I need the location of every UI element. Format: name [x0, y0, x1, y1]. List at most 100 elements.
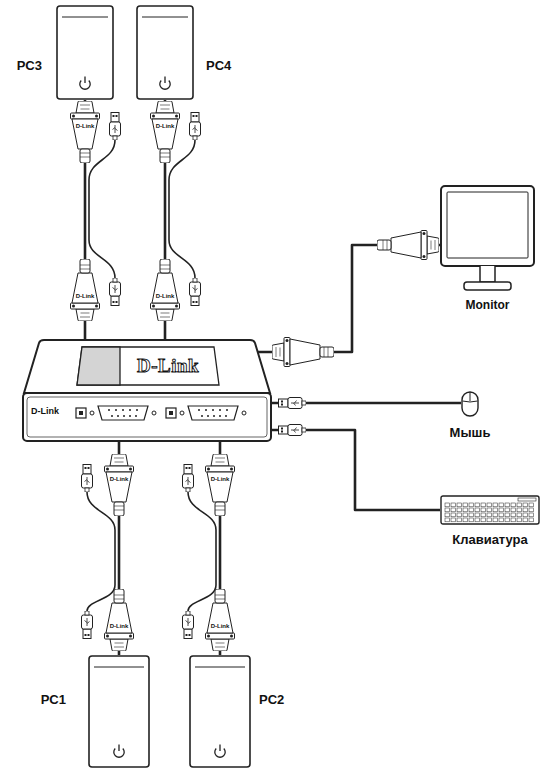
usb-port — [169, 411, 173, 415]
vga-plug — [377, 231, 439, 260]
usb-port — [166, 408, 176, 418]
vga-pin — [212, 409, 214, 411]
key — [517, 508, 522, 512]
vga-plug — [105, 589, 134, 651]
mouse-button — [470, 392, 471, 401]
key — [469, 503, 474, 507]
key — [463, 503, 468, 507]
key — [493, 513, 498, 517]
mouse-icon — [461, 391, 479, 417]
usb-cable — [87, 492, 115, 611]
power-symbol — [219, 745, 220, 752]
monitor-icon — [440, 185, 535, 292]
key — [517, 503, 522, 507]
usb-plug — [183, 611, 194, 639]
cable — [272, 430, 440, 510]
tower-line — [94, 667, 144, 668]
key — [493, 518, 498, 522]
vga-pin — [108, 409, 110, 411]
vga-plug — [377, 231, 439, 260]
pc-tower — [88, 655, 150, 768]
usb-plug — [82, 465, 93, 493]
key — [511, 503, 516, 507]
vga-screw-hole — [180, 411, 184, 415]
key — [529, 513, 534, 517]
usb-plug — [190, 278, 201, 306]
key — [481, 508, 486, 512]
usb-plug — [279, 398, 307, 409]
plug-brand: D-Link — [156, 293, 175, 299]
vga-plug — [151, 259, 180, 321]
pc-tower: PC2 — [189, 655, 251, 768]
brand-logo: D-Link — [122, 349, 214, 383]
usb-plug — [190, 113, 201, 141]
usb-plug — [110, 113, 121, 141]
pc-tower: PC3 — [56, 5, 114, 100]
key — [499, 518, 504, 522]
key — [481, 518, 486, 522]
key — [523, 518, 528, 522]
vga-port — [188, 406, 238, 420]
key — [493, 508, 498, 512]
key — [487, 513, 492, 517]
key — [451, 518, 456, 522]
usb-plug — [190, 113, 201, 141]
key — [523, 503, 528, 507]
tower-case — [190, 656, 250, 767]
key — [499, 513, 504, 517]
key — [457, 503, 462, 507]
vga-pin — [136, 409, 138, 411]
kvm-switch: D-LinkD-Link — [22, 335, 272, 443]
plug-brand: D-Link — [76, 293, 95, 299]
usb-plug — [183, 465, 194, 493]
vga-pin — [205, 409, 207, 411]
usb-plug — [110, 113, 121, 141]
key — [463, 513, 468, 517]
keyboard: Клавиатура — [440, 495, 540, 525]
keyboard-indicator — [518, 498, 536, 501]
pc-tower: PC4 — [136, 5, 194, 100]
plug-brand: D-Link — [211, 476, 230, 482]
key — [505, 503, 510, 507]
key — [493, 503, 498, 507]
pc-label: PC4 — [206, 59, 231, 74]
usb-plug — [183, 465, 194, 493]
key — [529, 503, 534, 507]
key — [523, 513, 528, 517]
key — [457, 518, 462, 522]
usb-cable — [169, 140, 195, 278]
tower-case — [137, 6, 193, 99]
vga-pin — [122, 409, 124, 411]
switch-front — [23, 393, 271, 441]
vga-screw-hole — [242, 411, 246, 415]
vga-pin — [201, 415, 203, 417]
vga-plug — [206, 454, 235, 516]
key — [487, 503, 492, 507]
vga-pin — [123, 415, 125, 417]
key — [457, 513, 462, 517]
tower-case — [57, 6, 113, 99]
vga-pin — [225, 415, 227, 417]
key — [469, 508, 474, 512]
pc-tower — [189, 655, 251, 768]
key — [511, 518, 516, 522]
tower-case — [89, 656, 149, 767]
key — [469, 513, 474, 517]
vga-pin — [207, 415, 209, 417]
plug-brand: D-Link — [211, 623, 230, 629]
device-label: Мышь — [450, 426, 491, 441]
key — [517, 518, 522, 522]
device-label: Клавиатура — [452, 533, 528, 548]
key — [475, 503, 480, 507]
vga-plug — [151, 101, 180, 163]
vga-pin — [129, 409, 131, 411]
vga-pin — [213, 415, 215, 417]
power-symbol — [164, 77, 165, 84]
plug-brand: D-Link — [156, 123, 175, 129]
key — [475, 518, 480, 522]
device-label: Monitor — [466, 299, 510, 313]
monitor-base — [464, 282, 511, 290]
pc-tower — [136, 5, 194, 100]
vga-screw-hole — [152, 411, 156, 415]
usb-plug — [183, 611, 194, 639]
